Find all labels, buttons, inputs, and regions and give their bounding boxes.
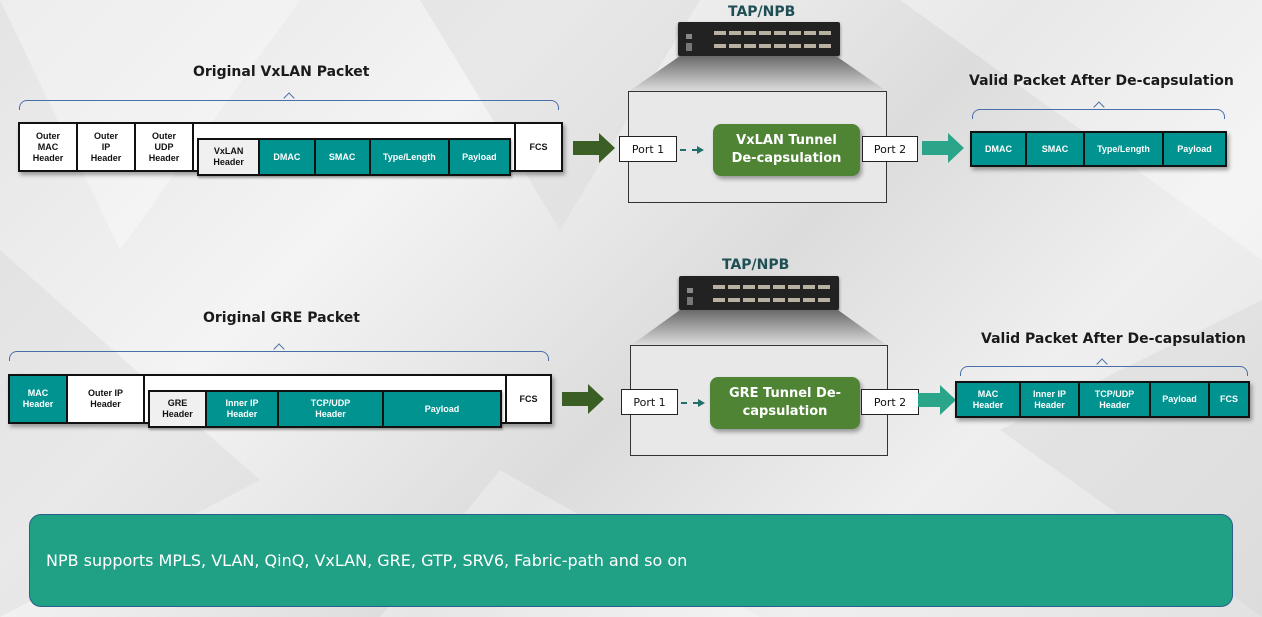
result-payload-cell: Payload [1151,383,1210,416]
gre-original-title: Original GRE Packet [203,310,360,326]
gre-original-brace [9,351,549,361]
gre-outer-ip-header-cell: Outer IP Header [68,376,145,422]
vxlan-dashed-arrowhead [697,146,704,154]
vxlan-outer-ip-header: Outer IP Header [78,124,136,170]
result-mac-header-cell: MAC Header [957,383,1021,416]
vxlan-port-1[interactable]: Port 1 [619,136,677,162]
banner-text: NPB supports MPLS, VLAN, QinQ, VxLAN, GR… [46,551,688,570]
gre-port-2[interactable]: Port 2 [861,389,919,415]
device-zoom-funnel [628,56,888,92]
gre-tunnel-decapsulation: GRE Tunnel De- capsulation [710,377,860,429]
network-packet-broker-device-icon [678,22,840,56]
arrow-right-icon [562,384,604,414]
gre-mac-header-cell: MAC Header [10,376,68,422]
gre-header-cell: GRE Header [150,392,207,426]
result-fcs-cell: FCS [1210,383,1248,416]
result-inner-ip-header-cell: Inner IP Header [1021,383,1080,416]
gre-original-packet: MAC Header Outer IP Header GRE Header In… [8,374,552,428]
result-payload-cell: Payload [1164,133,1225,165]
vxlan-inner-frame: VxLAN Header DMAC SMAC Type/Length Paylo… [197,138,511,176]
gre-fcs-cell: FCS [519,393,538,404]
device-zoom-funnel [630,310,888,346]
vxlan-port-2[interactable]: Port 2 [862,136,918,162]
vxlan-outer-mac-header: Outer MAC Header [20,124,78,170]
vxlan-result-brace [972,109,1225,119]
vxlan-dmac-cell: DMAC [260,140,316,174]
vxlan-payload-cell: Payload [449,140,510,174]
arrow-right-icon [573,133,615,163]
vxlan-type-length-cell: Type/Length [370,140,450,174]
gre-dashed-arrowhead [698,399,705,407]
result-tcp-udp-header-cell: TCP/UDP Header [1080,383,1151,416]
result-dmac-cell: DMAC [972,133,1027,165]
arrow-right-teal-icon [918,385,956,415]
vxlan-original-packet: Outer MAC Header Outer IP Header Outer U… [18,122,563,176]
result-type-length-cell: Type/Length [1085,133,1164,165]
gre-result-brace [960,366,1248,376]
gre-port-1[interactable]: Port 1 [621,389,678,415]
gre-tap-title: TAP/NPB [722,257,790,273]
gre-tcp-udp-header-cell: TCP/UDP Header [279,392,384,426]
vxlan-tunnel-decapsulation: VxLAN Tunnel De-capsulation [713,124,860,176]
vxlan-dashed-flow [680,149,698,151]
vxlan-original-brace [19,100,559,110]
gre-dashed-flow [681,402,699,404]
gre-result-title: Valid Packet After De-capsulation [981,331,1246,347]
gre-encapsulated-frame: GRE Header Inner IP Header TCP/UDP Heade… [145,376,507,428]
protocol-support-banner: NPB supports MPLS, VLAN, QinQ, VxLAN, GR… [29,514,1233,607]
arrow-right-teal-icon [922,133,964,163]
vxlan-smac-cell: SMAC [315,140,371,174]
vxlan-original-title: Original VxLAN Packet [193,64,370,80]
vxlan-result-packet: DMAC SMAC Type/Length Payload [970,131,1227,167]
gre-inner-frame: GRE Header Inner IP Header TCP/UDP Heade… [148,390,502,428]
vxlan-encapsulated-frame: VxLAN Header DMAC SMAC Type/Length Paylo… [194,124,516,176]
vxlan-header-cell: VxLAN Header [199,140,261,174]
gre-result-packet: MAC Header Inner IP Header TCP/UDP Heade… [955,381,1250,418]
gre-inner-ip-header-cell: Inner IP Header [207,392,279,426]
vxlan-result-title: Valid Packet After De-capsulation [969,73,1234,89]
network-packet-broker-device-icon [679,276,839,310]
vxlan-fcs-cell: FCS [529,141,548,152]
result-smac-cell: SMAC [1027,133,1085,165]
vxlan-tap-title: TAP/NPB [728,4,796,20]
gre-payload-cell: Payload [384,392,500,426]
vxlan-outer-udp-header: Outer UDP Header [136,124,194,170]
